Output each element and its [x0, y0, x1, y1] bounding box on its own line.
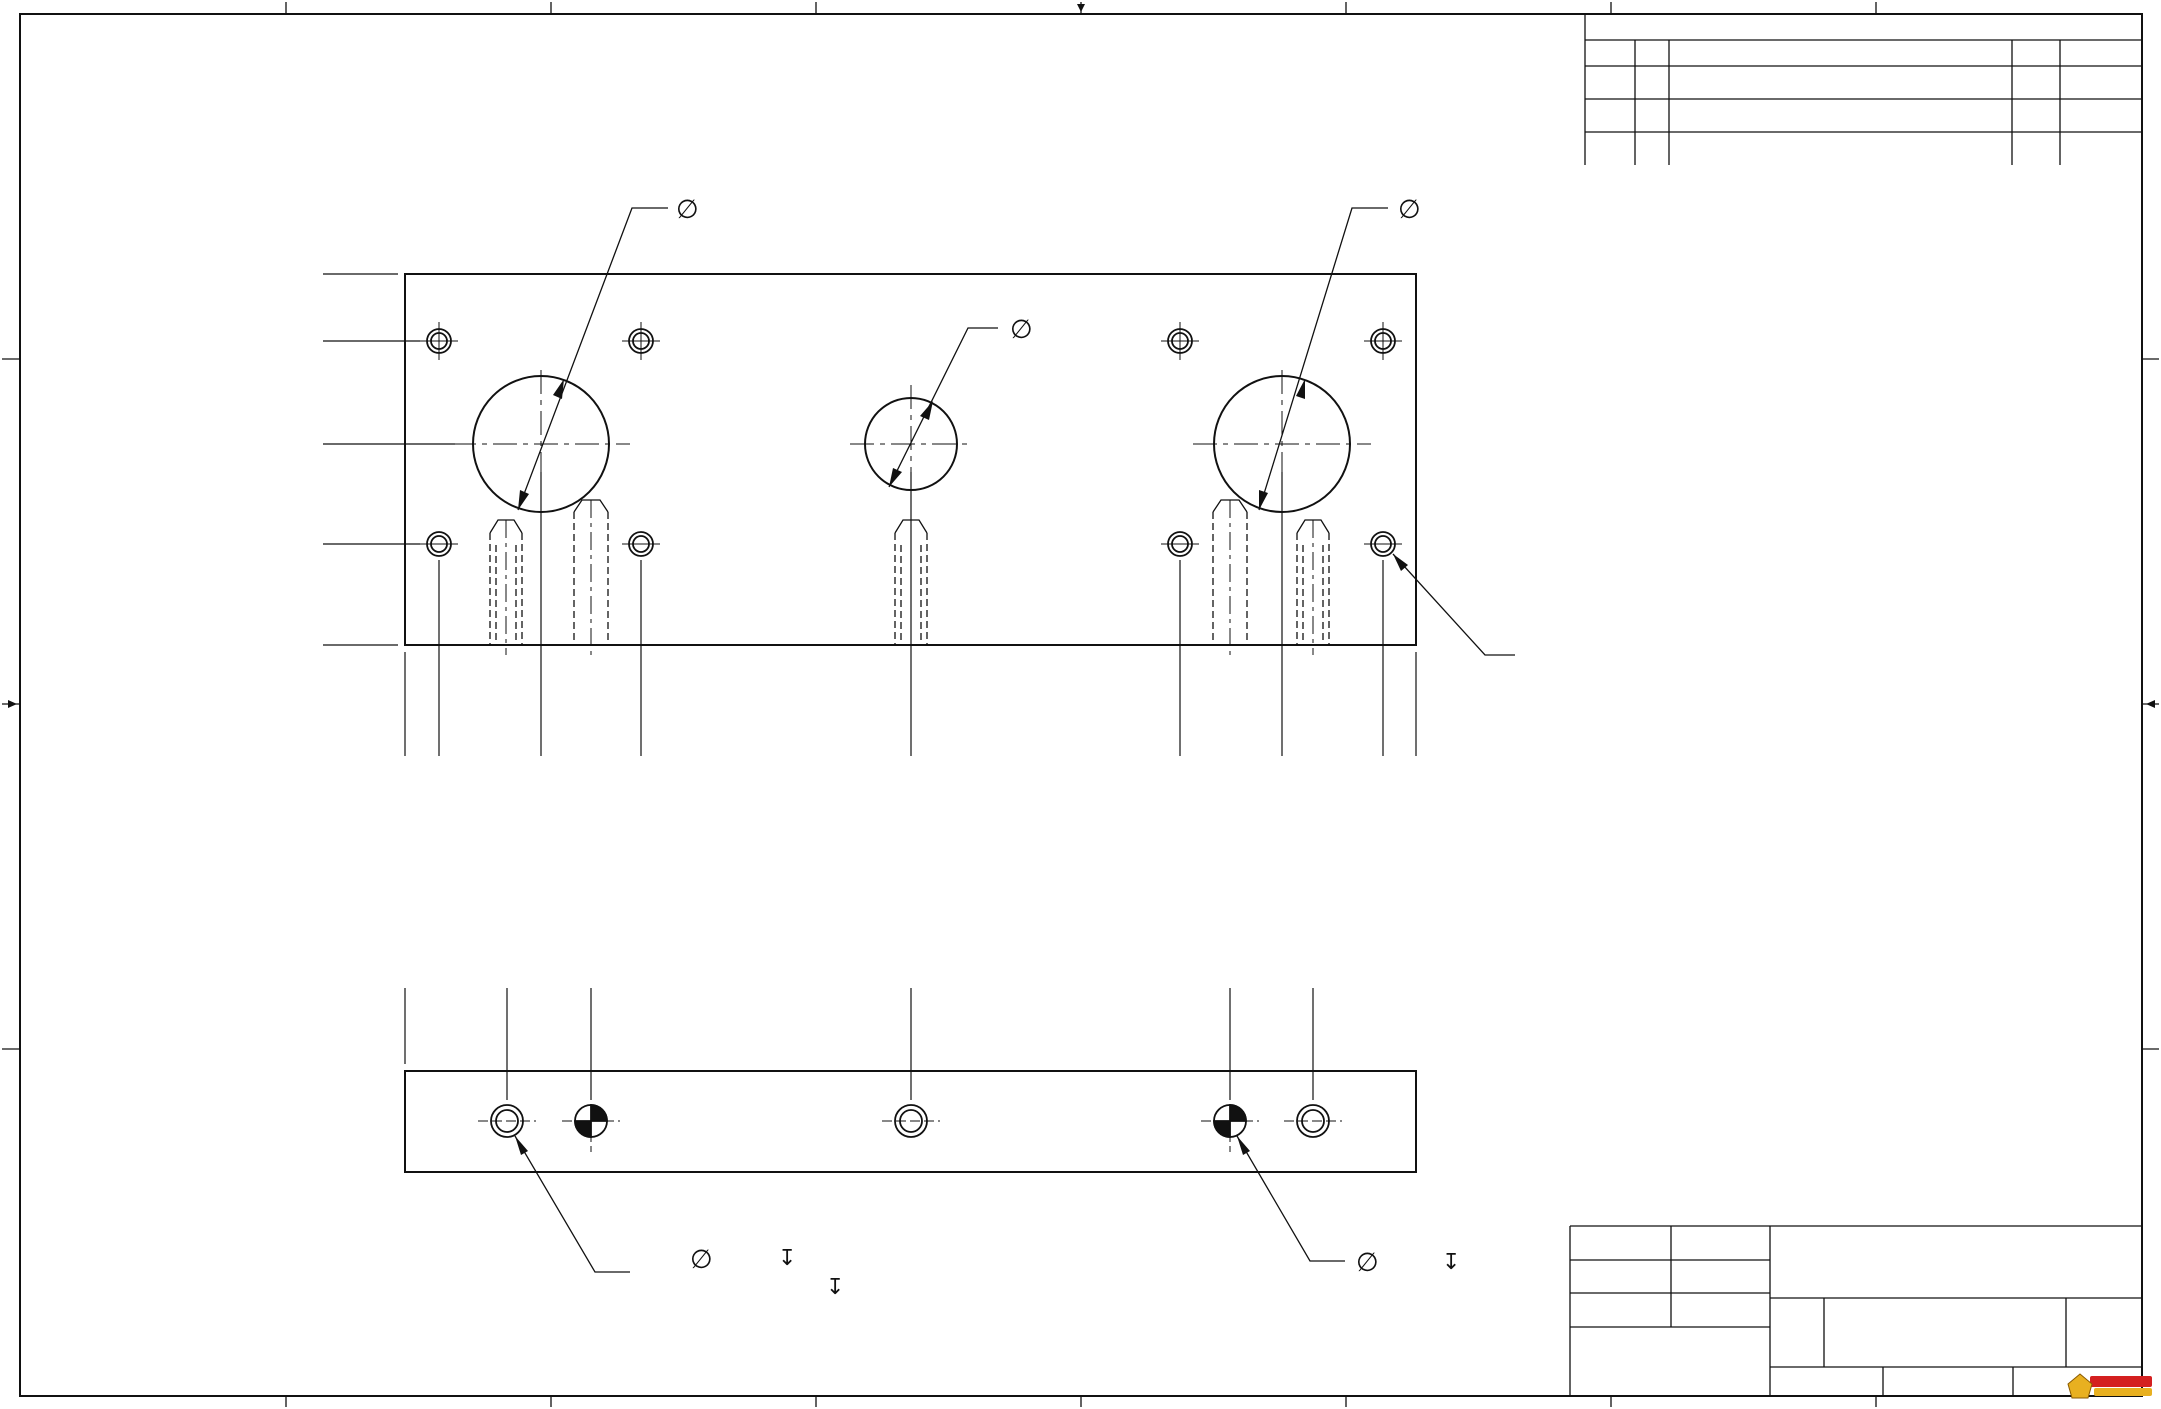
hidden-hole-5: [1296, 519, 1330, 655]
bottom-view: ∅ ↧ ↧ ∅ ↧: [404, 988, 1460, 1300]
centering-arrows: [8, 4, 2155, 708]
hidden-hole-4: [1212, 499, 1248, 655]
extension-lines-bottom: [404, 472, 1417, 756]
hidden-drilled-holes: [489, 499, 1330, 655]
front-view: ∅ ∅ ∅: [323, 195, 1515, 756]
hidden-hole-3: [894, 519, 928, 645]
hidden-hole-2: [573, 499, 609, 655]
bottom-extension-lines: [404, 988, 1314, 1100]
hidden-hole-1: [489, 519, 523, 655]
front-center-diameter-symbol: ∅: [1010, 315, 1033, 345]
bottom-right-diameter-symbol: ∅: [1356, 1248, 1379, 1278]
logo-bar-lower: [2094, 1388, 2152, 1396]
logo-mark: [2067, 1373, 2093, 1399]
corner-logo: [2067, 1373, 2152, 1399]
extension-lines-left: [323, 273, 455, 646]
dimension-arrowheads: [518, 379, 1408, 571]
title-block: [1569, 1225, 2142, 1396]
bottom-left-diameter-symbol: ∅: [690, 1245, 713, 1275]
pin-hole-symbol-left: [574, 1104, 608, 1138]
bottom-left-depth-symbol-2: ↧: [826, 1275, 844, 1300]
hole-centerlines: [452, 370, 1371, 520]
mounting-hole-centermarks: [420, 322, 1402, 545]
pin-hole-symbol-right: [1213, 1104, 1247, 1138]
front-left-diameter-symbol: ∅: [676, 195, 699, 225]
front-right-diameter-symbol: ∅: [1398, 195, 1421, 225]
logo-bar: [2090, 1376, 2152, 1387]
bottom-right-depth-symbol: ↧: [1442, 1250, 1460, 1275]
bottom-left-depth-symbol-1: ↧: [778, 1246, 796, 1271]
bottom-leaders: [514, 1135, 1345, 1273]
dimension-leaders: [517, 207, 1515, 656]
revision-table: [1584, 14, 2142, 165]
bottom-arrowheads: [515, 1136, 1250, 1155]
